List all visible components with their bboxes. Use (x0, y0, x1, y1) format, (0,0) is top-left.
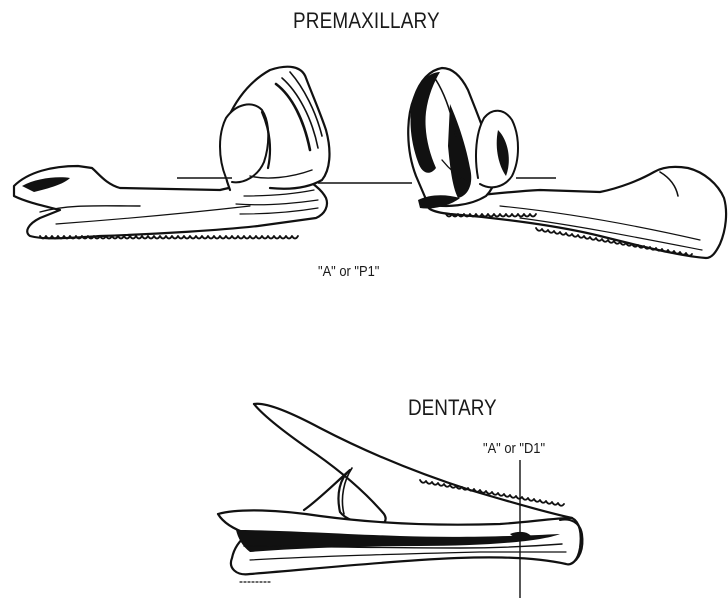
premaxillary-bone-right (408, 68, 726, 258)
premaxillary-bone-left (14, 67, 329, 239)
dentary-bone (218, 404, 583, 582)
